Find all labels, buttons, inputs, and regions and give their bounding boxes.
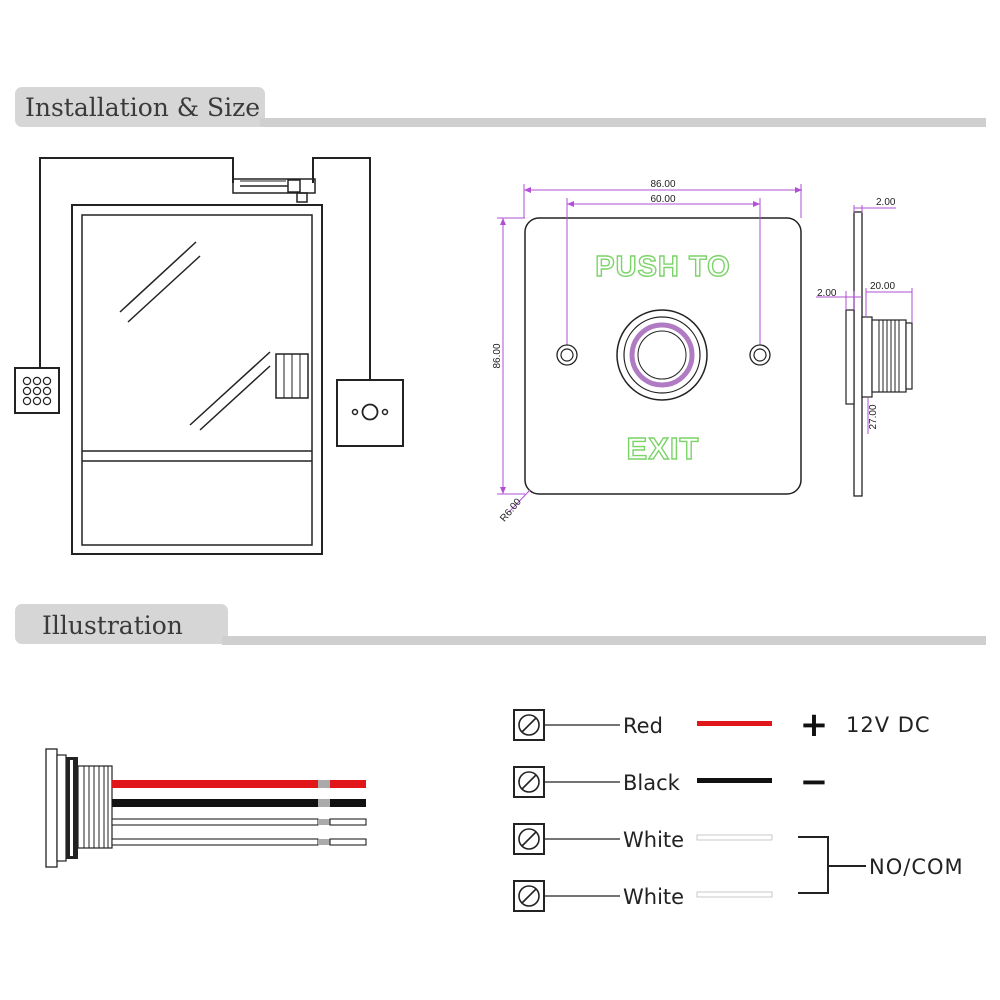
terminal-red [513,709,620,741]
plate-exit: EXIT [627,431,700,466]
wire-swatch-red [697,721,772,726]
contact-bracket [798,836,866,894]
dim-body-diameter: 20.00 [870,281,895,292]
dim-plate-thickness: 2.00 [876,197,896,208]
dim-body-length: 27.00 [868,404,879,429]
door-drawing [14,157,404,555]
terminal-white-2 [513,880,620,912]
wire-label-red: Red [623,714,663,738]
power-label: 12V DC [846,713,931,737]
red-wire [112,780,318,788]
wire-label-black: Black [623,771,681,795]
push-button [616,309,708,401]
magnetic-lock [232,178,316,203]
dim-hole-spacing: 60.00 [650,194,675,205]
wiring-legend: Red + 12V DC Black − White Wh [513,705,964,912]
cable-left [39,157,234,368]
illustration-title: Illustration [42,611,183,640]
button-with-wires [45,748,367,868]
installation-title: Installation & Size [25,93,260,122]
illustration-header: Illustration [15,604,986,645]
dim-plate-width: 86.00 [650,179,675,190]
mount-hole-right [749,344,771,366]
sign-plus: + [800,705,829,745]
contact-label: NO/COM [869,855,964,879]
mount-hole-left [556,344,578,366]
white-wire-2 [111,838,319,846]
white-wire-1 [111,818,319,826]
wire-label-white-1: White [623,828,684,852]
door-inner-frame [81,214,313,546]
wire-swatch-white-2 [696,891,773,898]
wire-swatch-white-1 [696,834,773,841]
dim-plate-height: 86.00 [492,343,503,368]
plate-front-view: 86.00 60.00 86.00 R6.00 PUSH TO EXIT [492,179,802,524]
sign-minus: − [800,762,829,802]
keypad [14,367,60,414]
wire-swatch-black [697,778,772,783]
terminal-white-1 [513,823,620,855]
plate-push-to: PUSH TO [595,251,730,283]
plate-side-view: 2.00 2.00 20.00 27.00 [816,197,913,497]
exit-button-box [336,379,404,447]
dim-flange: 2.00 [817,288,837,299]
wire-label-white-2: White [623,885,684,909]
cable-right [312,157,371,380]
terminal-black [513,766,620,798]
door-frame [71,204,323,555]
black-wire [112,799,318,807]
installation-header: Installation & Size [15,87,986,127]
